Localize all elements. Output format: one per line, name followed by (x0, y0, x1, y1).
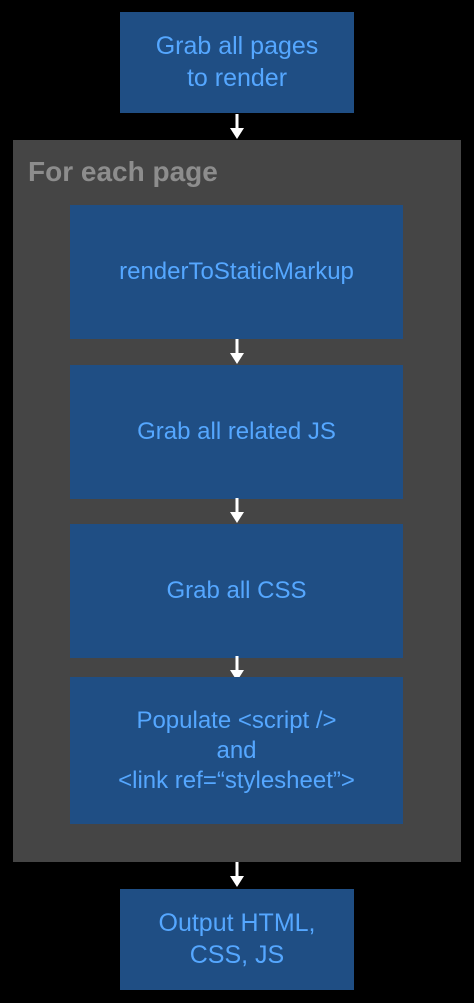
step-grab-all-pages: Grab all pages to render (120, 12, 354, 113)
arrow-js-to-css (227, 498, 247, 524)
step-output-html-css-js-label: Output HTML, CSS, JS (158, 909, 316, 969)
step-grab-all-css-label: Grab all CSS (166, 577, 307, 604)
arrow-render-to-js (227, 339, 247, 365)
step-render-to-static-markup-label: renderToStaticMarkup (119, 258, 354, 285)
step-render-to-static-markup: renderToStaticMarkup (70, 205, 403, 339)
step-populate-tags: Populate <script /> and <link ref=“style… (70, 677, 403, 824)
step-grab-all-pages-label: Grab all pages to render (155, 32, 319, 92)
arrow-loop-to-end (227, 862, 247, 888)
step-grab-related-js: Grab all related JS (70, 365, 403, 499)
step-grab-related-js-label: Grab all related JS (137, 418, 336, 445)
step-grab-all-css: Grab all CSS (70, 524, 403, 658)
step-output-html-css-js: Output HTML, CSS, JS (120, 889, 354, 990)
arrow-css-to-populate (227, 656, 247, 682)
step-populate-tags-label: Populate <script /> and <link ref=“style… (118, 706, 355, 794)
arrow-start-to-loop (227, 114, 247, 140)
loop-label: For each page (28, 156, 218, 187)
